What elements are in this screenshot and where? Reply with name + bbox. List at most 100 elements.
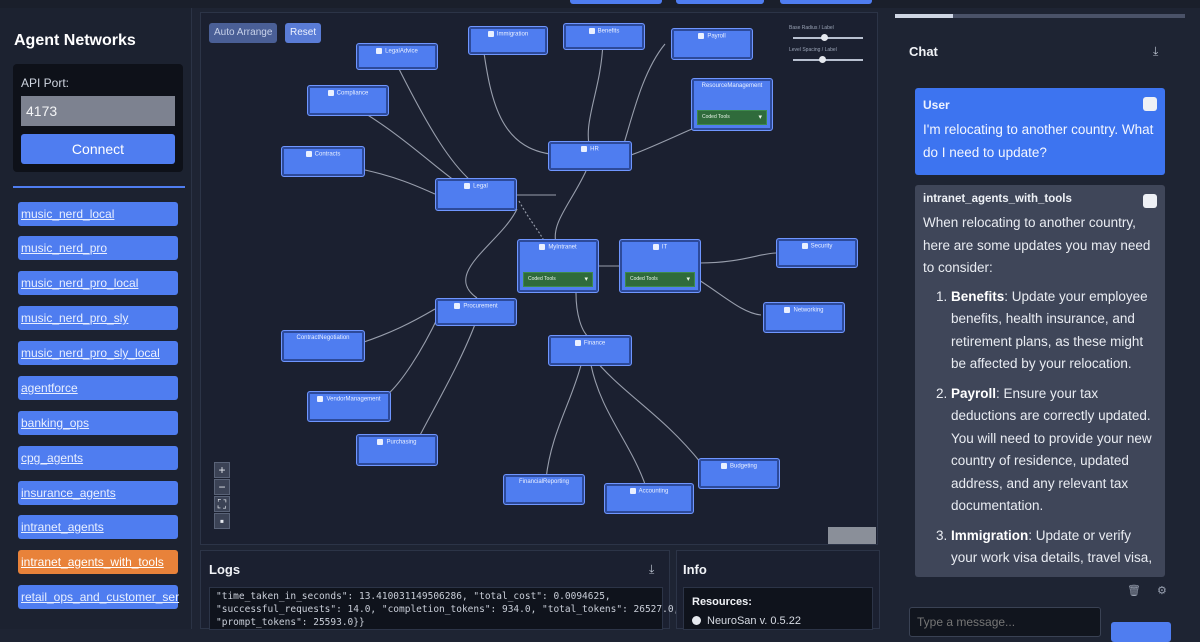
network-item[interactable]: music_nerd_pro: [18, 236, 178, 260]
network-item[interactable]: agentforce: [18, 376, 178, 400]
fit-view-icon[interactable]: ⛶: [214, 496, 230, 512]
agent-node-finance[interactable]: Finance: [548, 335, 632, 366]
network-item[interactable]: music_nerd_local: [18, 202, 178, 226]
network-item[interactable]: music_nerd_pro_sly: [18, 306, 178, 330]
level-spacing-slider[interactable]: [793, 56, 863, 63]
agent-node-contracts[interactable]: Contracts: [281, 146, 365, 177]
network-list: music_nerd_local music_nerd_pro music_ne…: [13, 186, 185, 629]
slider-knob[interactable]: [819, 56, 826, 63]
slider-knob[interactable]: [821, 34, 828, 41]
minimap[interactable]: [828, 527, 876, 544]
user-message: User I'm relocating to another country. …: [915, 88, 1165, 175]
agent-node-contractnegotiation[interactable]: ContractNegotiation: [281, 330, 365, 362]
agent-node-legal[interactable]: Legal: [435, 178, 517, 211]
chat-title: Chat: [909, 44, 938, 59]
download-icon[interactable]: ⤓: [649, 562, 655, 576]
zoom-controls: + − ⛶ ▪: [214, 462, 230, 530]
list-item: Benefits: Update your employee benefits,…: [951, 286, 1157, 376]
network-item[interactable]: banking_ops: [18, 411, 178, 435]
chat-message-input[interactable]: [909, 607, 1101, 637]
agent-node-accounting[interactable]: Accounting: [604, 483, 694, 514]
message-author: User: [923, 98, 950, 112]
resources-label: Resources:: [692, 596, 752, 608]
agent-node-budgeting[interactable]: Budgeting: [698, 458, 780, 489]
zoom-out-button[interactable]: −: [214, 479, 230, 495]
api-port-label: API Port:: [21, 76, 70, 90]
auto-arrange-button[interactable]: Auto Arrange: [209, 23, 278, 43]
agent-icon: [317, 396, 324, 402]
trash-icon[interactable]: 🗑: [1127, 585, 1141, 597]
copy-icon[interactable]: [1143, 97, 1157, 111]
sidebar-title: Agent Networks: [14, 32, 136, 49]
reset-button[interactable]: Reset: [285, 23, 322, 43]
toolbar-button-2[interactable]: [676, 0, 764, 4]
base-radius-slider[interactable]: [793, 34, 863, 41]
api-port-input[interactable]: [21, 96, 175, 126]
network-item[interactable]: cpg_agents: [18, 446, 178, 470]
log-line: "successful_requests": 14.0, "completion…: [216, 604, 680, 615]
sidebar: Agent Networks API Port: Connect music_n…: [0, 8, 192, 629]
agent-icon: [464, 183, 471, 189]
network-item[interactable]: intranet_agents: [18, 515, 178, 539]
graph-sliders: Base Radius / Label Level Spacing / Labe…: [789, 23, 867, 69]
zoom-in-button[interactable]: +: [214, 462, 230, 478]
network-item[interactable]: music_nerd_pro_local: [18, 271, 178, 295]
agent-icon: [629, 488, 636, 494]
agent-icon: [487, 31, 494, 37]
chat-panel: Chat ⤓ User I'm relocating to another co…: [895, 8, 1200, 642]
toolbar-button-1[interactable]: [570, 0, 662, 4]
network-item-active[interactable]: intranet_agents_with_tools: [18, 550, 178, 574]
agent-node-procurement[interactable]: Procurement: [435, 298, 517, 326]
network-item[interactable]: insurance_agents: [18, 481, 178, 505]
lock-icon[interactable]: ▪: [214, 513, 230, 529]
agent-node-purchasing[interactable]: Purchasing: [356, 434, 438, 466]
chat-tab-active[interactable]: [895, 14, 953, 18]
agent-graph-canvas[interactable]: Auto Arrange Reset Base Radius / Label L…: [200, 12, 878, 545]
tool-dropdown[interactable]: Coded Tools: [625, 272, 695, 287]
agent-node-benefits[interactable]: Benefits: [563, 23, 645, 50]
agent-node-hr[interactable]: HR: [548, 141, 632, 171]
agent-icon: [454, 303, 461, 309]
chat-tabs[interactable]: [895, 14, 1185, 18]
agent-node-compliance[interactable]: Compliance: [307, 85, 389, 116]
version-text: NeuroSan v. 0.5.22: [692, 615, 864, 627]
tool-dropdown[interactable]: Coded Tools: [697, 110, 767, 125]
log-line: "prompt_tokens": 25593.0}}: [216, 617, 365, 628]
tool-dropdown[interactable]: Coded Tools: [523, 272, 593, 287]
log-line: "time_taken_in_seconds": 13.410031149506…: [216, 591, 611, 602]
app-window: Agent Networks API Port: Connect music_n…: [0, 0, 1200, 629]
agent-node-financialreporting[interactable]: FinancialReporting: [503, 474, 585, 505]
agent-icon: [377, 439, 384, 445]
connect-button[interactable]: Connect: [21, 134, 175, 164]
agent-icon: [581, 146, 588, 152]
message-text: I'm relocating to another country. What …: [923, 122, 1154, 160]
agent-message: intranet_agents_with_tools When relocati…: [915, 185, 1165, 577]
message-author: intranet_agents_with_tools: [923, 193, 1072, 205]
agent-node-networking[interactable]: Networking: [763, 302, 845, 333]
network-item[interactable]: retail_ops_and_customer_ser: [18, 585, 179, 609]
info-panel: Info Resources: NeuroSan v. 0.5.22: [676, 550, 880, 630]
info-icon: [692, 616, 701, 625]
settings-icon[interactable]: ⚙: [1157, 585, 1167, 597]
agent-node-vendormanagement[interactable]: VendorManagement: [307, 391, 391, 422]
agent-node-payroll[interactable]: Payroll: [671, 28, 753, 60]
agent-node-immigration[interactable]: Immigration: [468, 26, 548, 55]
info-content: Resources: NeuroSan v. 0.5.22: [683, 587, 873, 630]
agent-icon: [305, 151, 312, 157]
download-icon[interactable]: ⤓: [1153, 44, 1159, 58]
send-button[interactable]: [1111, 622, 1171, 642]
list-item: Payroll: Ensure your tax deductions are …: [951, 383, 1157, 518]
agent-node-security[interactable]: Security: [776, 238, 858, 268]
message-text: When relocating to another country, here…: [923, 215, 1151, 275]
api-port-panel: API Port: Connect: [13, 64, 183, 172]
agent-node-legaladvice[interactable]: LegalAdvice: [356, 43, 438, 70]
network-item[interactable]: music_nerd_pro_sly_local: [18, 341, 178, 365]
agent-icon: [588, 28, 595, 34]
toolbar-button-3[interactable]: [780, 0, 872, 4]
list-item: Immigration: Update or verify your work …: [951, 525, 1157, 570]
copy-icon[interactable]: [1143, 194, 1157, 208]
agent-icon: [652, 244, 659, 250]
